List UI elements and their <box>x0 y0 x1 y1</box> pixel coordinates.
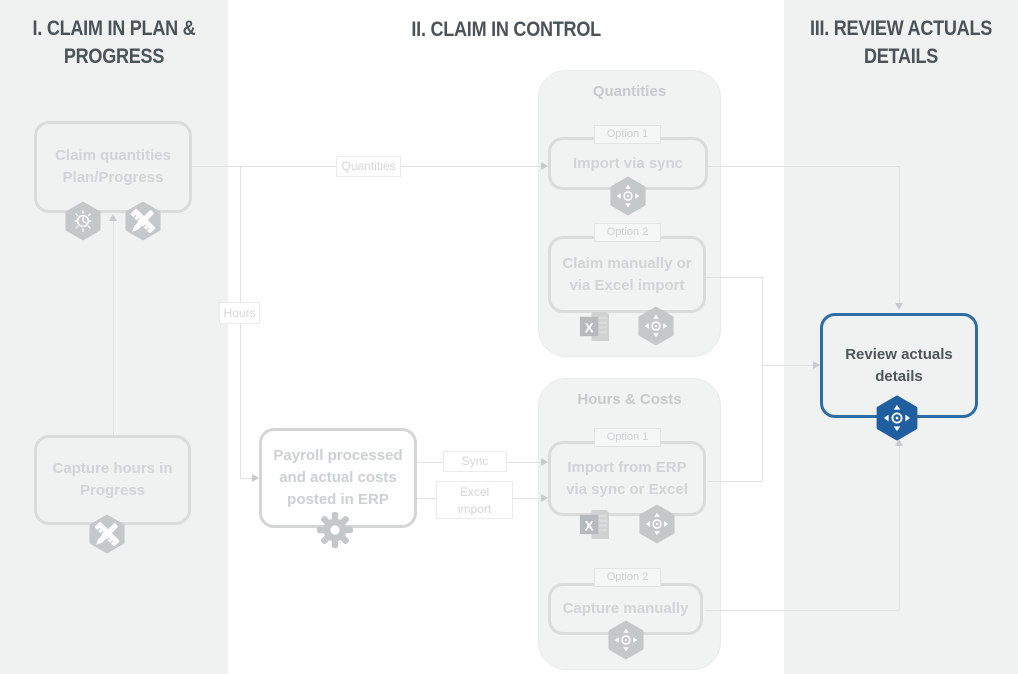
column-header-claim-control: II. CLAIM IN CONTROL <box>228 16 784 44</box>
arrowhead-excel-into-erp <box>541 494 548 502</box>
connector-capture-manual-out-v <box>899 446 900 610</box>
excel-icon <box>578 310 611 348</box>
connector-merge-v <box>762 277 763 481</box>
excel-icon <box>578 508 611 546</box>
arrowhead-into-import-sync <box>541 162 548 170</box>
column-header-plan-progress-text: I. CLAIM IN PLAN & PROGRESS <box>32 17 196 68</box>
payroll-box[interactable]: Payroll processed and actual costs poste… <box>259 428 417 528</box>
connector-label-excel-import: Excel import <box>436 481 513 519</box>
clock-progress-icon <box>65 201 101 246</box>
connector-erp-out <box>708 481 762 482</box>
column-header-review-actuals: III. REVIEW ACTUALS DETAILS <box>786 15 1016 71</box>
hours-costs-group-title: Hours & Costs <box>577 391 682 408</box>
column-header-claim-control-text: II. CLAIM IN CONTROL <box>411 18 601 41</box>
connector-label-hours: Hours <box>219 302 260 324</box>
column-header-review-actuals-text: III. REVIEW ACTUALS DETAILS <box>809 17 993 68</box>
move-navigate-icon <box>639 504 675 549</box>
capture-measure-icon <box>89 514 125 559</box>
arrowhead-into-payroll <box>252 474 259 482</box>
quantities-option1-label: Option 1 <box>594 125 661 144</box>
move-navigate-icon-active <box>876 395 918 446</box>
connector-label-quantities: Quantities <box>336 156 401 177</box>
arrowhead-into-review-left <box>813 361 820 369</box>
capture-hours-box[interactable]: Capture hours in Progress <box>34 435 191 525</box>
connector-sync-to-review-h <box>708 166 899 167</box>
claim-quantities-box[interactable]: Claim quantities Plan/Progress <box>34 121 192 213</box>
move-navigate-icon <box>638 306 674 351</box>
move-navigate-icon <box>610 176 646 221</box>
quantities-group-title: Quantities <box>592 83 667 100</box>
quantities-option2-label: Option 2 <box>594 223 661 242</box>
connector-into-review-left <box>762 365 813 366</box>
column-header-plan-progress: I. CLAIM IN PLAN & PROGRESS <box>4 15 224 71</box>
arrowhead-sync-into-erp <box>541 458 548 466</box>
connector-capture-to-claim <box>113 221 114 435</box>
right-column-band <box>784 0 1018 674</box>
left-column-band <box>0 0 228 674</box>
arrowhead-into-review-bottom <box>895 439 903 446</box>
import-from-erp-box[interactable]: Import from ERP via sync or Excel <box>548 441 706 516</box>
arrowhead-into-review-top <box>895 303 903 310</box>
hours-costs-option1-label: Option 1 <box>594 428 661 447</box>
connector-hours-h <box>240 478 252 479</box>
claim-manually-box[interactable]: Claim manually or via Excel import <box>548 236 706 313</box>
move-navigate-icon <box>608 620 644 665</box>
connector-sync-to-review-v <box>899 166 900 303</box>
connector-capture-manual-out-h <box>705 610 899 611</box>
arrowhead-into-claim-quantities <box>109 214 117 221</box>
capture-measure-icon <box>125 201 161 246</box>
connector-label-sync: Sync <box>443 451 507 472</box>
connector-claim-manual-out <box>705 277 762 278</box>
hours-costs-option2-label: Option 2 <box>594 568 661 587</box>
gear-icon <box>315 510 355 555</box>
